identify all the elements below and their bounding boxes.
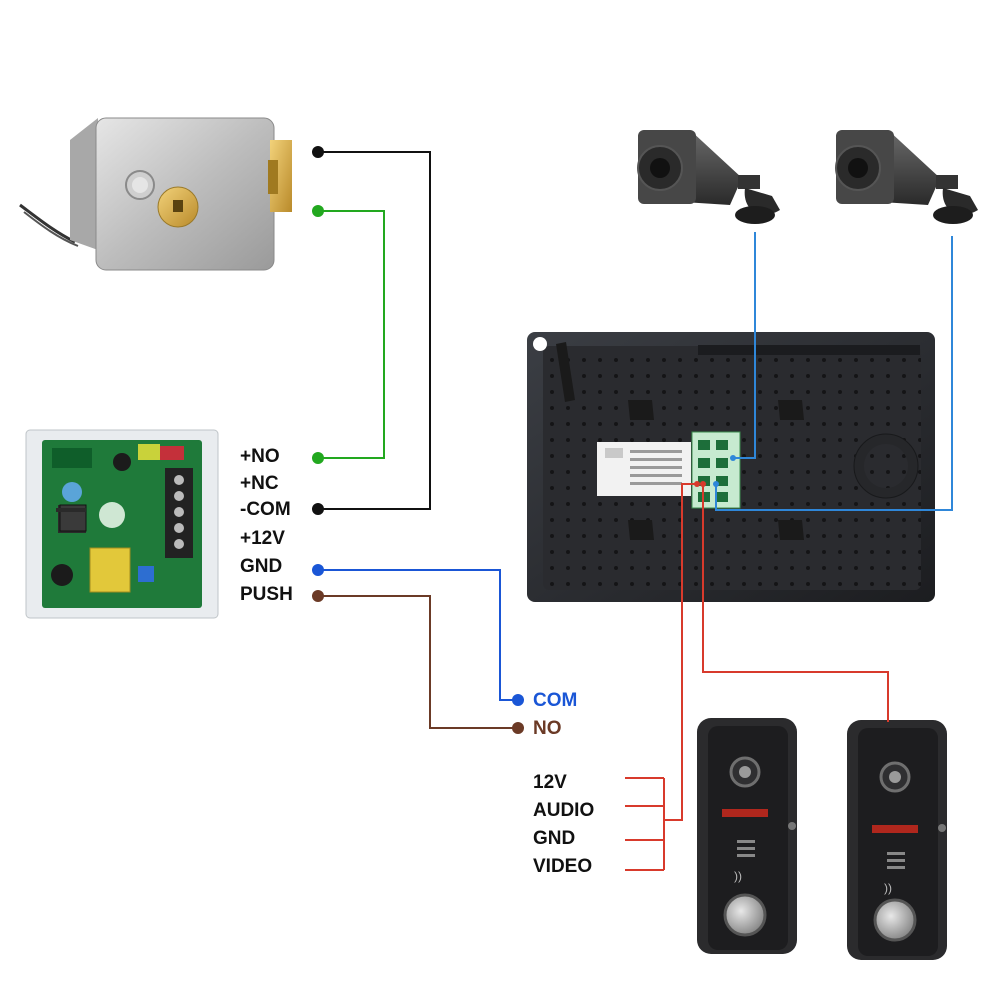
svg-text:)): )) <box>884 881 892 895</box>
indoor-monitor <box>527 332 935 602</box>
wire-black <box>318 151 431 510</box>
endpoint-monitor-3 <box>694 481 700 487</box>
endpoint-green-lock <box>312 205 324 217</box>
wire-label-12v: 12V <box>533 772 567 793</box>
endpoint-blue-com <box>512 694 524 706</box>
endpoint-black-com <box>312 503 324 515</box>
antenna <box>556 342 575 402</box>
wire-doorbell-1 <box>664 483 697 821</box>
svg-text:)): )) <box>734 869 742 883</box>
outdoor-doorbell-camera: )) <box>697 718 797 954</box>
button-label-no: NO <box>533 718 562 739</box>
wire-label-video: VIDEO <box>533 856 593 877</box>
terminal-label-gnd: GND <box>240 556 283 577</box>
terminal-label-nc: +NC <box>240 473 279 494</box>
endpoint-brown-push <box>312 590 324 602</box>
terminal-label-com: -COM <box>240 499 291 520</box>
endpoint-monitor-2 <box>713 481 719 487</box>
wire-camera-1 <box>733 232 756 459</box>
outdoor-doorbell-camera: )) <box>847 720 947 960</box>
wire-doorbell-2 <box>702 484 889 722</box>
electric-lock <box>19 117 292 271</box>
button-label-com: COM <box>533 690 578 711</box>
endpoint-green-no <box>312 452 324 464</box>
cctv-camera <box>835 130 978 224</box>
wire-blue <box>318 569 518 701</box>
wires <box>318 151 953 871</box>
terminal-label-12v: +12V <box>240 528 285 549</box>
terminal-label-no: +NO <box>240 446 280 467</box>
endpoint-blue-gnd <box>312 564 324 576</box>
endpoint-brown-no <box>512 722 524 734</box>
wire-camera-2 <box>715 236 953 511</box>
wire-brown <box>318 595 518 729</box>
cctv-camera <box>637 130 780 224</box>
wire-green <box>318 210 385 459</box>
wire-label-gnd: GND <box>533 828 576 849</box>
wire-label-audio: AUDIO <box>533 800 595 821</box>
wire-endpoints <box>312 146 736 734</box>
endpoint-black-lock <box>312 146 324 158</box>
terminal-label-push: PUSH <box>240 584 293 605</box>
power-supply-board <box>25 429 219 619</box>
endpoint-monitor-4 <box>700 481 706 487</box>
wire-fanout <box>625 777 665 871</box>
endpoint-monitor-1 <box>730 455 736 461</box>
